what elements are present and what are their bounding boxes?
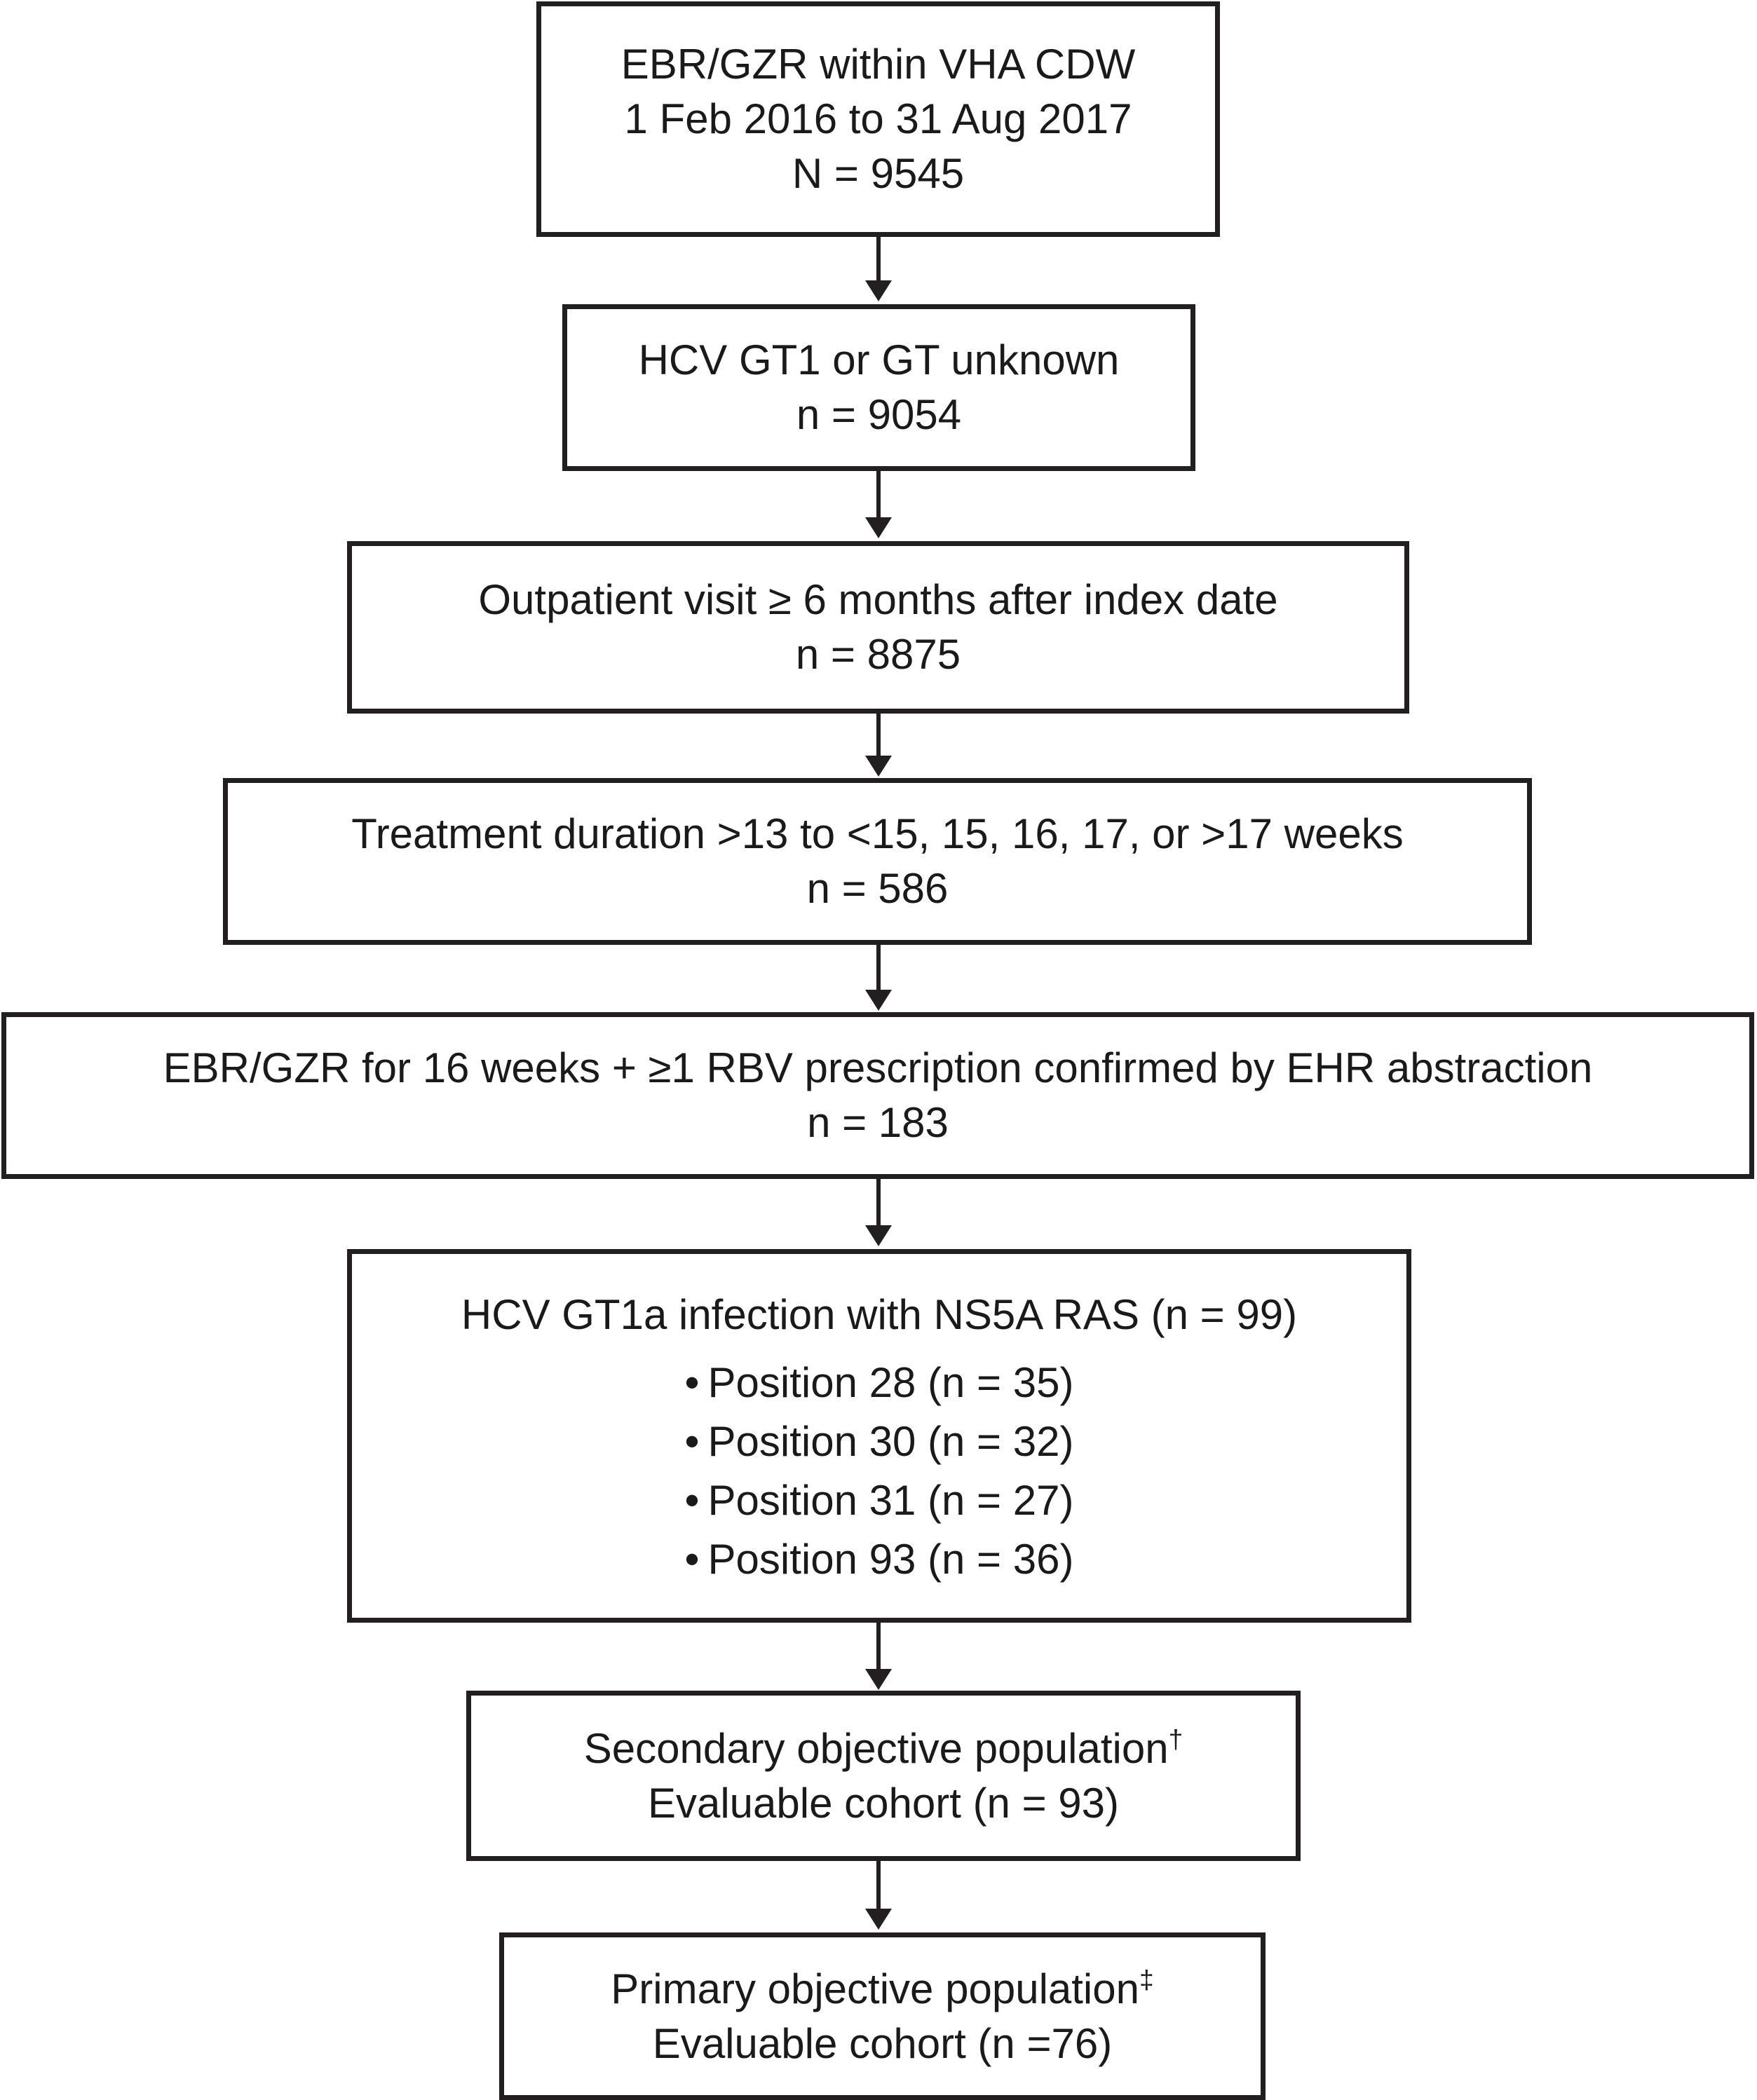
node-line: Outpatient visit ≥ 6 months after index … — [478, 576, 1278, 623]
node-line-text: Primary objective population — [611, 1965, 1140, 2012]
arrowhead-icon — [865, 756, 892, 777]
node-primary-objective-population: Primary objective population‡ Evaluable … — [499, 1932, 1266, 2100]
bullet-icon: • — [684, 1359, 700, 1406]
connector-treatment-duration-filter-to-rbv-confirmation-filter — [876, 945, 881, 991]
footnote-marker-double-dagger: ‡ — [1139, 1964, 1154, 1994]
node-outpatient-visit-filter: Outpatient visit ≥ 6 months after index … — [347, 541, 1409, 714]
bullet-icon: • — [684, 1536, 700, 1583]
arrowhead-icon — [865, 1225, 892, 1246]
node-line: Secondary objective population† — [584, 1721, 1183, 1776]
connector-secondary-objective-population-to-primary-objective-population — [876, 1861, 881, 1911]
node-line: EBR/GZR for 16 weeks + ≥1 RBV prescripti… — [163, 1044, 1593, 1091]
node-line: n = 9054 — [796, 391, 962, 438]
list-item-label: Position 30 (n = 32) — [707, 1418, 1074, 1465]
arrowhead-icon — [865, 1669, 892, 1690]
node-rbv-confirmation-filter: EBR/GZR for 16 weeks + ≥1 RBV prescripti… — [1, 1012, 1754, 1179]
node-cohort-source: EBR/GZR within VHA CDW 1 Feb 2016 to 31 … — [536, 1, 1220, 237]
bullet-icon: • — [684, 1418, 700, 1465]
node-secondary-objective-population: Secondary objective population† Evaluabl… — [466, 1691, 1301, 1861]
node-line: Primary objective population‡ — [611, 1962, 1153, 2017]
node-line-text: Secondary objective population — [583, 1724, 1169, 1772]
node-line: n = 183 — [807, 1099, 949, 1146]
list-item-label: Position 31 (n = 27) — [707, 1477, 1074, 1524]
arrowhead-icon — [865, 990, 892, 1011]
node-line: n = 586 — [806, 865, 949, 912]
connector-ns5a-ras-breakdown-to-secondary-objective-population — [876, 1623, 881, 1670]
node-line: Treatment duration >13 to <15, 15, 16, 1… — [351, 810, 1404, 857]
node-ns5a-ras-breakdown: HCV GT1a infection with NS5A RAS (n = 99… — [347, 1249, 1411, 1623]
list-item: •Position 31 (n = 27) — [685, 1471, 1074, 1530]
node-line: Evaluable cohort (n = 93) — [647, 1779, 1120, 1827]
connector-cohort-source-to-genotype-filter — [876, 237, 881, 283]
list-item: •Position 28 (n = 35) — [685, 1354, 1074, 1412]
connector-outpatient-visit-filter-to-treatment-duration-filter — [876, 714, 881, 757]
node-line: 1 Feb 2016 to 31 Aug 2017 — [624, 95, 1132, 142]
node-treatment-duration-filter: Treatment duration >13 to <15, 15, 16, 1… — [223, 778, 1532, 945]
node-line: EBR/GZR within VHA CDW — [620, 41, 1136, 88]
list-item-label: Position 28 (n = 35) — [707, 1359, 1074, 1406]
node-headline: HCV GT1a infection with NS5A RAS (n = 99… — [461, 1291, 1298, 1338]
node-genotype-filter: HCV GT1 or GT unknown n = 9054 — [562, 304, 1195, 471]
list-item: •Position 93 (n = 36) — [685, 1530, 1074, 1589]
bullet-icon: • — [684, 1477, 700, 1524]
node-line: Evaluable cohort (n =76) — [652, 2019, 1113, 2067]
node-line: HCV GT1 or GT unknown — [638, 336, 1120, 383]
connector-genotype-filter-to-outpatient-visit-filter — [876, 471, 881, 520]
ras-position-list: •Position 28 (n = 35) •Position 30 (n = … — [685, 1354, 1074, 1589]
list-item: •Position 30 (n = 32) — [685, 1412, 1074, 1471]
list-item-label: Position 93 (n = 36) — [707, 1536, 1074, 1583]
node-line: n = 8875 — [795, 631, 961, 678]
connector-rbv-confirmation-filter-to-ns5a-ras-breakdown — [876, 1179, 881, 1227]
arrowhead-icon — [865, 1909, 892, 1930]
node-line: N = 9545 — [792, 150, 965, 197]
arrowhead-icon — [865, 517, 892, 538]
footnote-marker-dagger: † — [1168, 1724, 1183, 1754]
arrowhead-icon — [865, 280, 892, 301]
